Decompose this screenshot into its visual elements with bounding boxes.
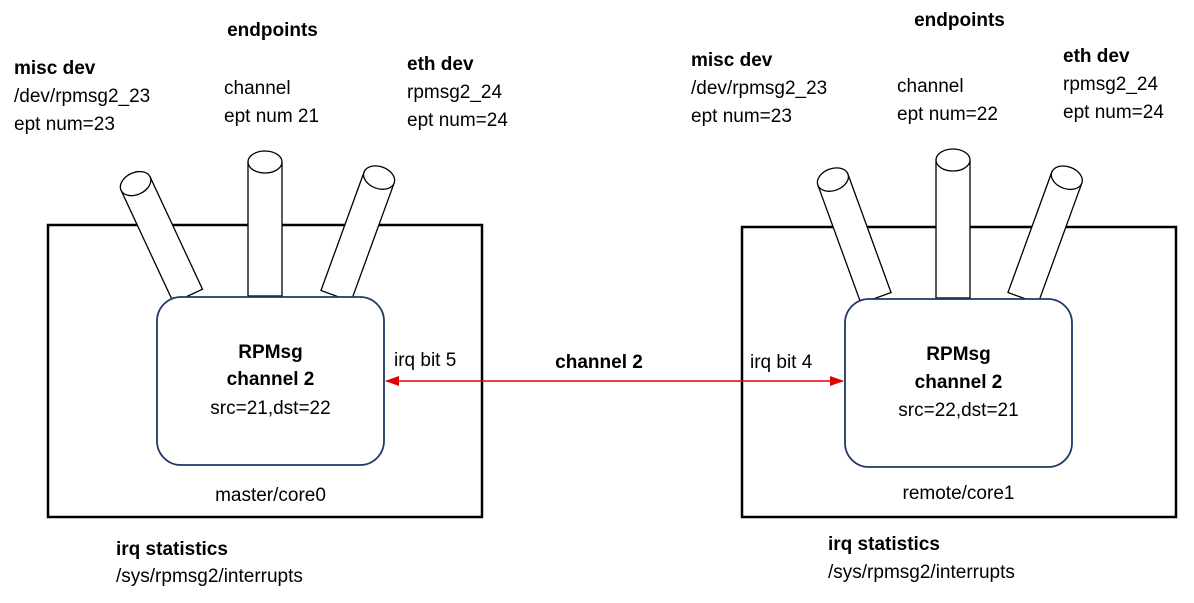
master-misc-path: /dev/rpmsg2_23 <box>14 86 151 107</box>
remote-irq-stats-path: /sys/rpmsg2/interrupts <box>828 562 1015 583</box>
remote-rpmsg-addr: src=22,dst=21 <box>898 400 1019 421</box>
remote-irq-stats-title: irq statistics <box>828 534 940 555</box>
master-rpmsg-channel: channel 2 <box>226 369 315 390</box>
master-pipe-channel <box>247 150 283 297</box>
remote-rpmsg-box <box>844 298 1073 468</box>
master-misc-ept: ept num=23 <box>14 114 115 135</box>
master-channel-ept: ept num 21 <box>224 106 320 127</box>
remote-pipe-eth <box>1007 165 1083 305</box>
remote-irq-bit: irq bit 4 <box>750 352 813 373</box>
remote-channel-label: channel <box>897 76 964 97</box>
master-eth-title: eth dev <box>407 54 474 75</box>
remote-core-label: remote/core1 <box>902 483 1015 504</box>
remote-channel-ept: ept num=22 <box>897 104 998 125</box>
master-endpoints-title: endpoints <box>227 20 318 41</box>
remote-rpmsg-channel: channel 2 <box>914 372 1003 393</box>
master-pipe-misc <box>119 170 204 304</box>
master-irq-bit: irq bit 5 <box>394 350 457 371</box>
master-rpmsg-box <box>156 296 385 466</box>
master-eth-name: rpmsg2_24 <box>407 82 503 103</box>
master-core-label: master/core0 <box>215 485 326 506</box>
remote-rpmsg-title: RPMsg <box>926 344 991 365</box>
remote-misc-path: /dev/rpmsg2_23 <box>691 78 828 99</box>
remote-misc-title: misc dev <box>691 50 773 71</box>
remote-eth-ept: ept num=24 <box>1063 102 1164 123</box>
remote-misc-ept: ept num=23 <box>691 106 792 127</box>
master-rpmsg-title: RPMsg <box>238 342 303 363</box>
master-pipe-eth <box>320 165 396 303</box>
master-irq-stats-title: irq statistics <box>116 539 228 560</box>
master-rpmsg-addr: src=21,dst=22 <box>210 398 331 419</box>
remote-endpoints-title: endpoints <box>914 10 1005 31</box>
master-channel-label: channel <box>224 78 291 99</box>
remote-eth-name: rpmsg2_24 <box>1063 74 1159 95</box>
remote-eth-title: eth dev <box>1063 46 1130 67</box>
remote-pipe-misc <box>816 167 892 305</box>
master-eth-ept: ept num=24 <box>407 110 508 131</box>
master-misc-title: misc dev <box>14 58 96 79</box>
remote-pipe-channel <box>935 148 971 299</box>
master-irq-stats-path: /sys/rpmsg2/interrupts <box>116 566 303 587</box>
channel-link-label: channel 2 <box>555 352 643 373</box>
